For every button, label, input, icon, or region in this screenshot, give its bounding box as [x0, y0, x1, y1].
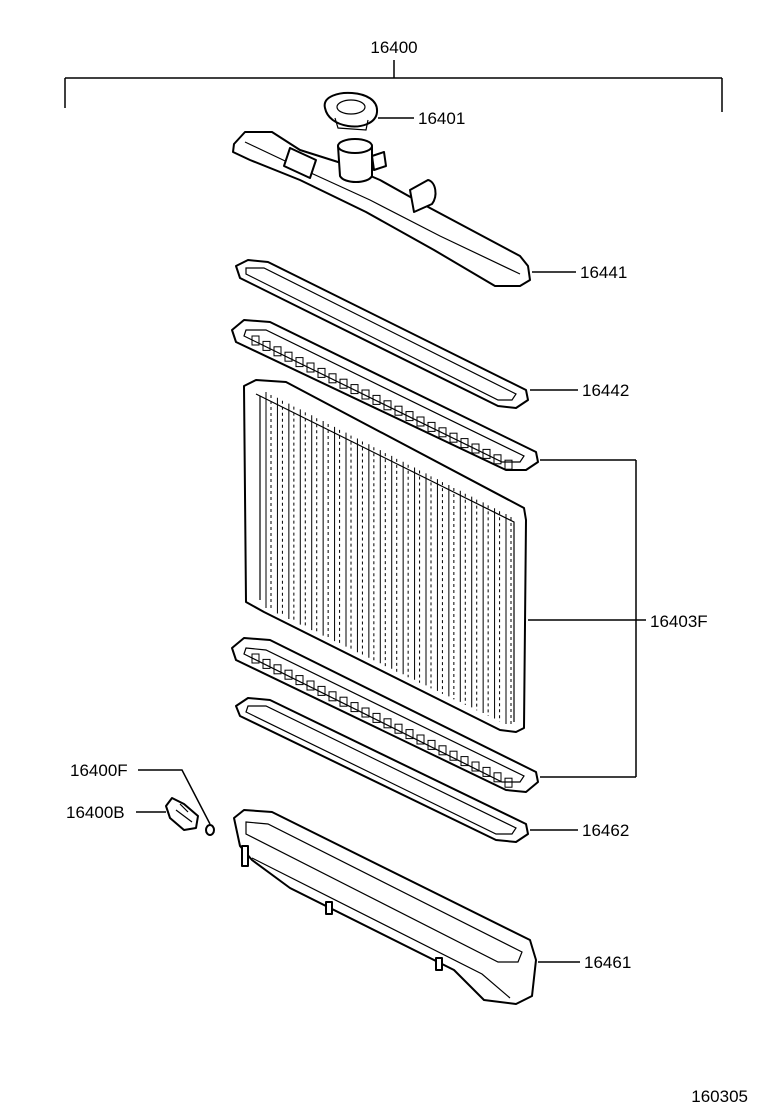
lower-tank — [233, 809, 537, 1005]
label-assembly: 16400 — [370, 38, 417, 57]
label-lower-gasket: 16462 — [582, 821, 629, 840]
plate-slot — [339, 378, 348, 389]
core-plate-slots — [251, 335, 513, 788]
label-drain-plug-gasket: 16400F — [70, 761, 128, 780]
plate-slot — [438, 745, 447, 756]
plate-slot — [306, 680, 315, 691]
plate-slot — [493, 454, 502, 465]
plate-slot — [394, 405, 403, 416]
plate-slot — [284, 669, 293, 680]
plate-slot — [438, 427, 447, 438]
plate-slot — [471, 443, 480, 454]
label-cap: 16401 — [418, 109, 465, 128]
plate-slot — [383, 400, 392, 411]
lower-gasket — [235, 697, 529, 843]
plate-slot — [328, 691, 337, 702]
plate-slot — [273, 346, 282, 357]
label-core: 16403F — [650, 612, 708, 631]
core-bracket — [528, 459, 646, 778]
plate-slot — [251, 335, 260, 346]
plate-slot — [262, 340, 271, 351]
plate-slot — [295, 357, 304, 368]
assembly-bracket — [64, 60, 723, 112]
label-upper-gasket: 16442 — [582, 381, 629, 400]
plate-slot — [251, 653, 260, 664]
plate-slot — [328, 373, 337, 384]
plate-slot — [372, 712, 381, 723]
label-upper-tank: 16441 — [580, 263, 627, 282]
plate-slot — [317, 367, 326, 378]
plate-slot — [350, 702, 359, 713]
radiator-core — [231, 319, 539, 793]
upper-gasket — [235, 259, 529, 409]
plate-slot — [394, 723, 403, 734]
plate-slot — [416, 734, 425, 745]
plate-slot — [350, 384, 359, 395]
drain-plug-gasket — [205, 824, 215, 836]
plate-slot — [306, 362, 315, 373]
core-fins — [265, 392, 512, 727]
label-drain-cock: 16400B — [66, 803, 125, 822]
plate-slot — [493, 772, 502, 783]
plate-slot — [482, 766, 491, 777]
plate-slot — [449, 750, 458, 761]
plate-slot — [361, 389, 370, 400]
plate-slot — [405, 411, 414, 422]
drain-cock — [165, 797, 199, 831]
plate-slot — [372, 394, 381, 405]
plate-slot — [284, 351, 293, 362]
plate-slot — [427, 421, 436, 432]
plate-slot — [416, 416, 425, 427]
plate-slot — [427, 739, 436, 750]
label-lower-tank: 16461 — [584, 953, 631, 972]
plate-slot — [405, 729, 414, 740]
radiator-cap — [323, 91, 379, 131]
plate-slot — [295, 675, 304, 686]
plate-slot — [482, 448, 491, 459]
plate-slot — [262, 658, 271, 669]
plate-slot — [460, 756, 469, 767]
plate-slot — [383, 718, 392, 729]
upper-tank — [232, 131, 531, 287]
plate-slot — [504, 459, 513, 470]
plate-slot — [504, 777, 513, 788]
plate-slot — [317, 685, 326, 696]
figure-number: 160305 — [691, 1087, 748, 1106]
plate-slot — [449, 432, 458, 443]
plate-slot — [361, 707, 370, 718]
plate-slot — [460, 438, 469, 449]
plate-slot — [471, 761, 480, 772]
plate-slot — [339, 696, 348, 707]
plate-slot — [273, 664, 282, 675]
